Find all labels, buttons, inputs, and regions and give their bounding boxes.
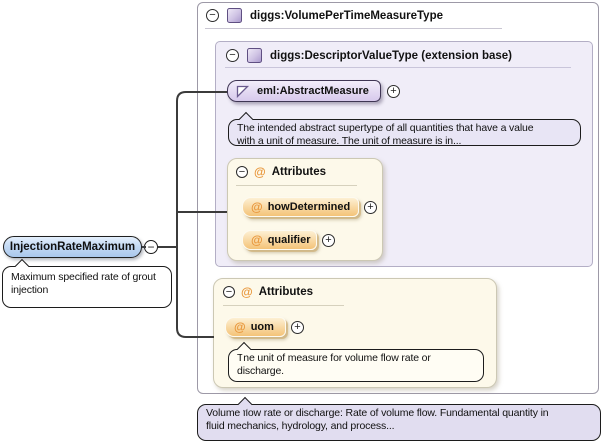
doc-text-line: The unit of measure for volume flow rate… bbox=[237, 352, 431, 364]
extension-attributes-header: − @ Attributes bbox=[223, 286, 313, 298]
base-attributes-header: − @ Attributes bbox=[236, 166, 326, 178]
type-box-title: diggs:VolumePerTimeMeasureType bbox=[250, 9, 444, 22]
attribute-pill-howdetermined[interactable]: @ howDetermined bbox=[242, 197, 359, 217]
base-element-pill[interactable]: eml:AbstractMeasure bbox=[227, 80, 381, 102]
doc-text-line: injection bbox=[11, 284, 49, 296]
header-divider bbox=[236, 185, 357, 186]
doc-text-line: The intended abstract supertype of all q… bbox=[237, 122, 534, 134]
base-element-label: eml:AbstractMeasure bbox=[257, 85, 369, 97]
attribute-icon: @ bbox=[251, 233, 263, 247]
doc-text-line: discharge. bbox=[237, 365, 284, 377]
collapse-icon[interactable]: − bbox=[206, 9, 219, 22]
header-divider bbox=[225, 67, 571, 68]
base-type-header: − diggs:DescriptorValueType (extension b… bbox=[226, 48, 512, 63]
collapse-icon[interactable]: − bbox=[144, 240, 158, 254]
attribute-label: uom bbox=[250, 321, 274, 333]
base-element-doc-bubble: The intended abstract supertype of all q… bbox=[228, 111, 581, 147]
attribute-icon: @ bbox=[254, 165, 266, 179]
attribute-label: qualifier bbox=[267, 234, 311, 246]
attribute-pill-uom[interactable]: @ uom bbox=[225, 317, 286, 337]
attributes-title: Attributes bbox=[271, 166, 327, 178]
expand-icon[interactable]: + bbox=[322, 234, 335, 247]
doc-text-line: with a unit of measure. The unit of meas… bbox=[237, 135, 462, 147]
attributes-title: Attributes bbox=[258, 286, 314, 298]
attribute-icon: @ bbox=[234, 320, 246, 334]
base-type-title: diggs:DescriptorValueType (extension bas… bbox=[270, 49, 512, 62]
doc-text-line: Maximum specified rate of grout bbox=[11, 271, 156, 283]
type-doc-bubble: Volume flow rate or discharge: Rate of v… bbox=[197, 396, 601, 441]
expand-icon[interactable]: + bbox=[387, 85, 400, 98]
type-box-header: − diggs:VolumePerTimeMeasureType bbox=[206, 8, 443, 23]
element-pill-injectionratemaximum[interactable]: InjectionRateMaximum bbox=[3, 236, 142, 258]
header-divider bbox=[223, 305, 344, 306]
uom-doc-bubble: The unit of measure for volume flow rate… bbox=[228, 341, 484, 382]
header-divider bbox=[205, 28, 502, 29]
collapse-icon[interactable]: − bbox=[226, 49, 239, 62]
expand-icon[interactable]: + bbox=[364, 201, 377, 214]
doc-text-line: Volume flow rate or discharge: Rate of v… bbox=[206, 407, 549, 419]
attribute-icon: @ bbox=[241, 285, 253, 299]
attribute-label: howDetermined bbox=[267, 201, 351, 213]
expand-icon[interactable]: + bbox=[291, 321, 304, 334]
collapse-icon[interactable]: − bbox=[236, 166, 248, 178]
doc-text-line: fluid mechanics, hydrology, and process.… bbox=[206, 420, 395, 432]
element-doc-bubble: Maximum specified rate of grout injectio… bbox=[2, 258, 172, 308]
complex-type-icon bbox=[227, 8, 242, 23]
attribute-pill-qualifier[interactable]: @ qualifier bbox=[242, 230, 317, 250]
collapse-icon[interactable]: − bbox=[223, 286, 235, 298]
attribute-icon: @ bbox=[251, 200, 263, 214]
abstract-element-icon bbox=[236, 85, 250, 98]
element-label: InjectionRateMaximum bbox=[9, 241, 136, 253]
complex-type-icon bbox=[247, 48, 262, 63]
